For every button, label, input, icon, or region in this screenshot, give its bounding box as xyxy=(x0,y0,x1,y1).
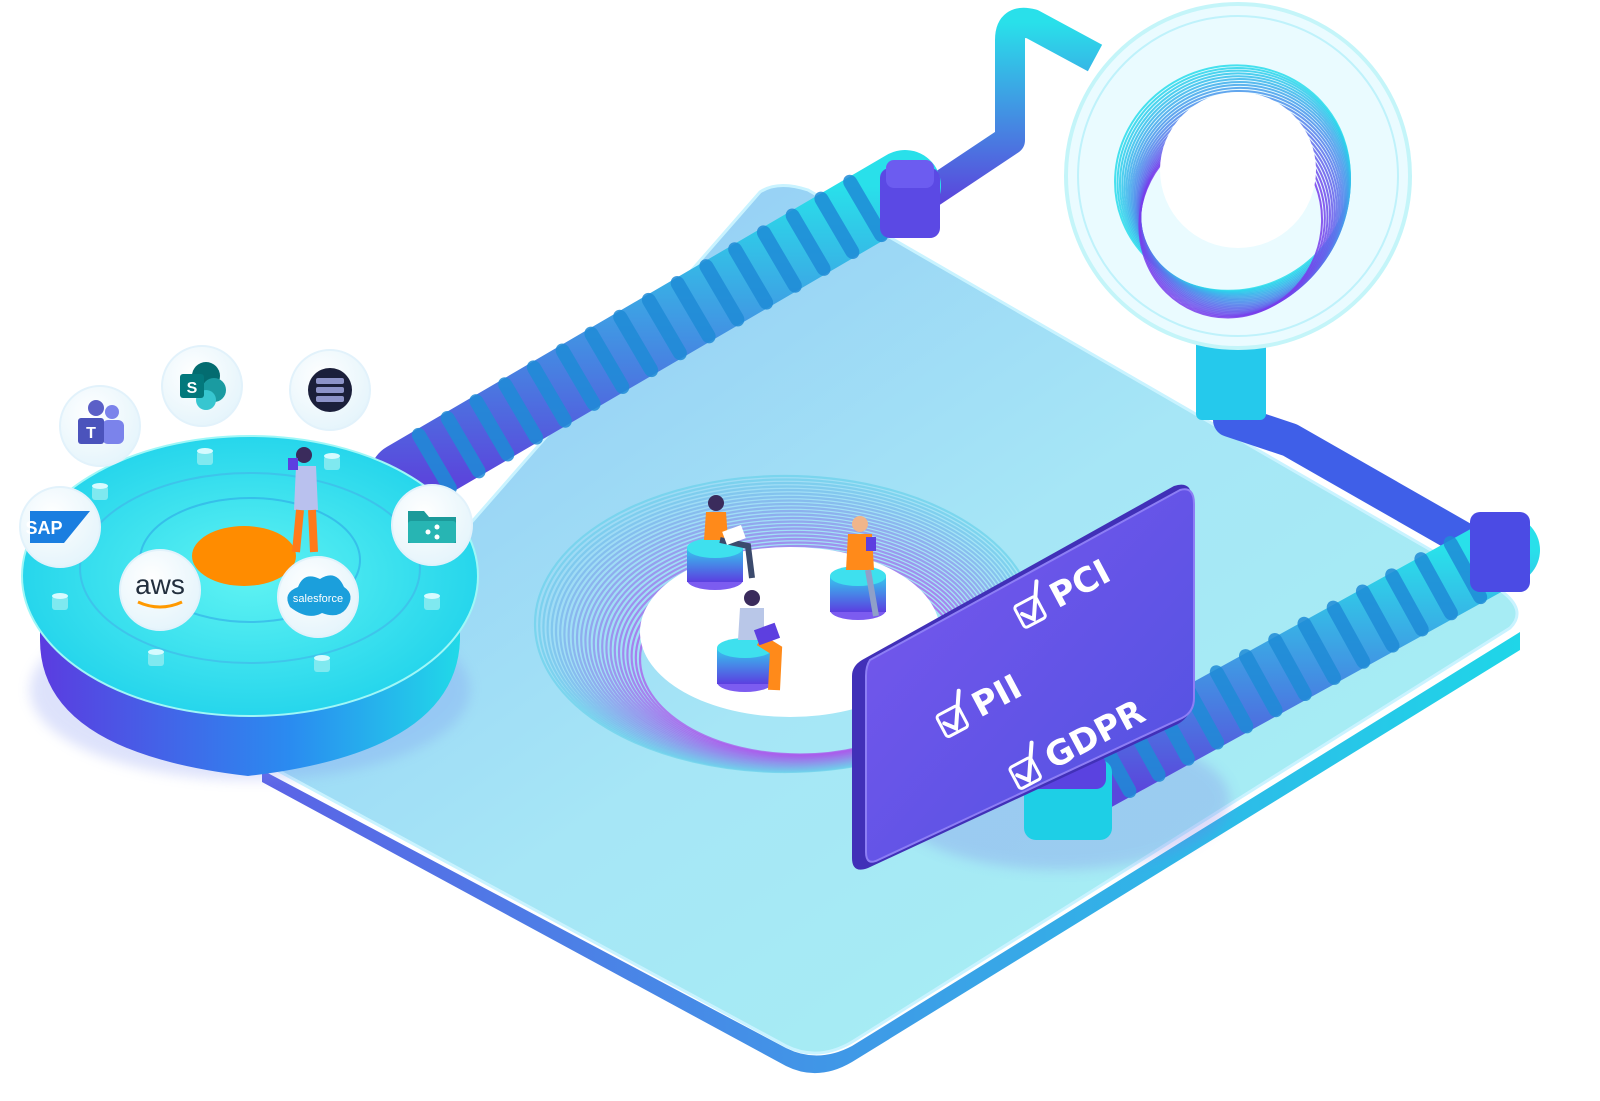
server-icon xyxy=(308,368,352,412)
portal-ring xyxy=(1064,2,1412,350)
pipe-rib xyxy=(613,309,659,378)
checkmark-icon xyxy=(1020,579,1039,623)
pipe-rib xyxy=(1239,649,1283,718)
sap-logo-bubble[interactable]: SAP xyxy=(19,486,101,568)
person-standing-tablet xyxy=(288,447,318,553)
pipe-rib xyxy=(756,225,802,293)
pipe-rib xyxy=(555,343,601,411)
spiral-line xyxy=(1129,83,1350,299)
sharepoint-bubble[interactable]: S xyxy=(161,345,243,427)
hub-pin xyxy=(197,451,213,465)
teams-icon: T xyxy=(78,400,124,444)
pipe-rib xyxy=(670,276,716,344)
pipe-rib xyxy=(814,191,860,259)
sap-logo-icon: SAP xyxy=(25,511,90,543)
sharepoint-label: S xyxy=(187,380,198,397)
pipe-rib xyxy=(843,174,889,243)
hub-core xyxy=(192,526,296,586)
aws-logo-icon: aws xyxy=(135,569,185,609)
hub-pin-cap xyxy=(92,483,108,489)
spiral-line xyxy=(1131,86,1349,301)
pipe-rib xyxy=(1268,632,1312,702)
hub-pin xyxy=(324,456,340,470)
aws-logo-bubble[interactable]: aws xyxy=(119,549,201,631)
pipe-rib xyxy=(1414,552,1458,621)
hub-pin-cap xyxy=(52,593,68,599)
pipe-rib xyxy=(498,377,544,445)
hub-pin xyxy=(148,652,164,666)
spiral-line xyxy=(1127,80,1350,298)
pipe-rib xyxy=(1355,584,1400,653)
pipe-connector xyxy=(1470,512,1530,592)
hub-pin xyxy=(52,596,68,610)
pipe-rib xyxy=(1326,600,1371,669)
hub-pins xyxy=(52,448,440,672)
salesforce-label: salesforce xyxy=(293,593,343,605)
sharepoint-icon: S xyxy=(180,362,226,410)
team-members xyxy=(687,495,886,692)
pipe-rib xyxy=(1209,665,1254,734)
teams-bubble[interactable]: T xyxy=(59,385,141,467)
pipe-rib xyxy=(699,259,745,327)
checkmark-icon xyxy=(1015,740,1034,784)
pipe-rib xyxy=(785,208,831,276)
checkmark-icon xyxy=(942,688,961,732)
pipe-ribs xyxy=(411,174,889,496)
pipe-ribs xyxy=(1092,536,1488,798)
hub-pin-cap xyxy=(148,649,164,655)
teams-label: T xyxy=(86,425,96,442)
hub-pin-cap xyxy=(424,593,440,599)
person-seated-laptop xyxy=(717,590,783,692)
hub-pin xyxy=(92,486,108,500)
salesforce-logo-icon: salesforce xyxy=(287,575,351,616)
connector-hub xyxy=(21,435,479,780)
left-ribbed-pipe xyxy=(369,150,941,514)
spiral-line xyxy=(1132,89,1348,302)
pipe-rib xyxy=(469,394,515,462)
hub-pin xyxy=(314,658,330,672)
hub-pin xyxy=(424,596,440,610)
checkbox-icon xyxy=(935,704,969,738)
pipe-rib xyxy=(411,427,457,496)
aws-label: aws xyxy=(135,569,185,600)
checkbox-icon xyxy=(1008,756,1042,790)
hub-pin-cap xyxy=(314,655,330,661)
pipe-rib xyxy=(584,326,630,394)
pipe-rib xyxy=(526,360,572,428)
shared-folder-icon xyxy=(408,511,456,543)
hub-pin-cap xyxy=(324,453,340,459)
bubble-circle xyxy=(119,549,201,631)
pipe-rib xyxy=(728,242,774,310)
checkbox-icon xyxy=(1013,595,1047,629)
salesforce-logo-bubble[interactable]: salesforce xyxy=(277,556,359,638)
pipe-rib xyxy=(1385,568,1429,637)
sap-label: SAP xyxy=(25,518,62,538)
hub-pin-cap xyxy=(197,448,213,454)
pipe-rib xyxy=(1297,616,1341,685)
person-seated-tablet xyxy=(830,516,886,620)
pipe-rib xyxy=(440,411,486,479)
shared-folder-bubble[interactable] xyxy=(391,484,473,566)
server-bubble[interactable] xyxy=(289,349,371,431)
person-seated-laptop xyxy=(687,495,755,590)
pipe-rib xyxy=(641,292,687,361)
